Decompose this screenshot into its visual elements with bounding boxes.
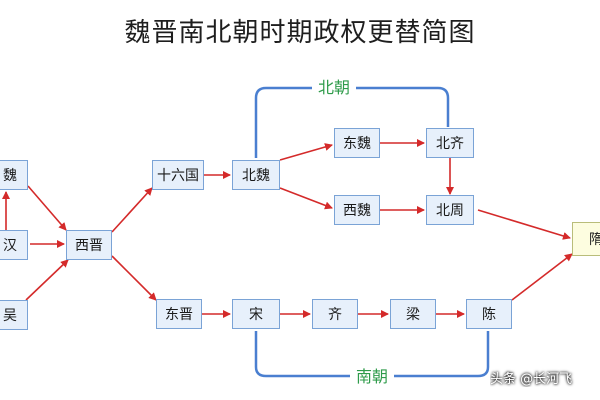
- node-wei: 魏: [0, 160, 28, 190]
- node-chen: 陈: [466, 299, 512, 329]
- north-dynasties-label: 北朝: [312, 78, 357, 98]
- arrow-xijin-to-dongjin: [111, 255, 157, 301]
- node-sui: 隋: [572, 222, 600, 256]
- node-dongjin: 东晋: [156, 299, 202, 329]
- arrow-wu-to-xijin: [25, 259, 69, 301]
- node-beiwei: 北魏: [232, 160, 280, 190]
- node-beizhou: 北周: [426, 195, 474, 225]
- node-beiqi: 北齐: [426, 128, 474, 158]
- node-wu: 吴: [0, 300, 28, 330]
- arrow-beizhou-to-sui: [477, 209, 571, 240]
- south-dynasties-label: 南朝: [350, 367, 395, 387]
- watermark: 头条 @长河飞: [490, 372, 573, 387]
- node-shiliuguo: 十六国: [152, 160, 204, 190]
- arrow-beiwei-to-xiwei: [279, 187, 333, 210]
- arrow-chen-to-sui: [511, 253, 573, 301]
- node-dongwei: 东魏: [334, 128, 380, 158]
- arrow-wei-to-xijin: [27, 185, 67, 231]
- arrow-xijin-to-shiliuguo: [111, 187, 153, 233]
- node-liang: 梁: [390, 299, 436, 329]
- node-song: 宋: [232, 299, 280, 329]
- diagram-title: 魏晋南北朝时期政权更替简图: [124, 18, 476, 48]
- node-xijin: 西晋: [66, 230, 112, 260]
- node-xiwei: 西魏: [334, 195, 380, 225]
- node-qi: 齐: [312, 299, 358, 329]
- node-shuhan: 汉: [0, 230, 28, 260]
- arrow-beiwei-to-dongwei: [279, 143, 333, 161]
